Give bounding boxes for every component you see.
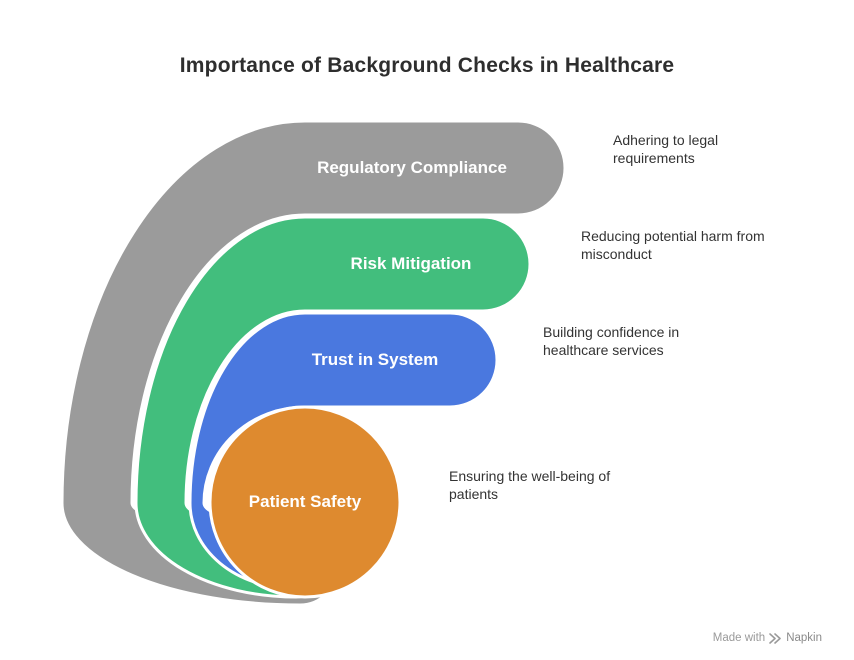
attribution: Made with Napkin	[713, 632, 822, 644]
patient-safety-label: Patient Safety	[248, 492, 362, 511]
made-with-text: Made with	[712, 632, 766, 644]
regulatory-compliance-label: Regulatory Compliance	[317, 158, 507, 177]
risk-mitigation-description: Reducing potential harm from misconduct	[581, 228, 765, 262]
trust-in-system-label: Trust in System	[311, 350, 439, 369]
trust-in-system-description: Building confidence in healthcare servic…	[543, 324, 680, 358]
risk-mitigation-label: Risk Mitigation	[350, 254, 472, 273]
napkin-logo-icon	[769, 632, 782, 644]
page-title: Importance of Background Checks in Healt…	[179, 54, 675, 77]
patient-safety-circle	[208, 405, 402, 599]
regulatory-compliance-description: Adhering to legal requirements	[613, 132, 719, 166]
patient-safety-description: Ensuring the well-being of patients	[449, 468, 611, 502]
napkin-brand-text: Napkin	[786, 632, 822, 644]
